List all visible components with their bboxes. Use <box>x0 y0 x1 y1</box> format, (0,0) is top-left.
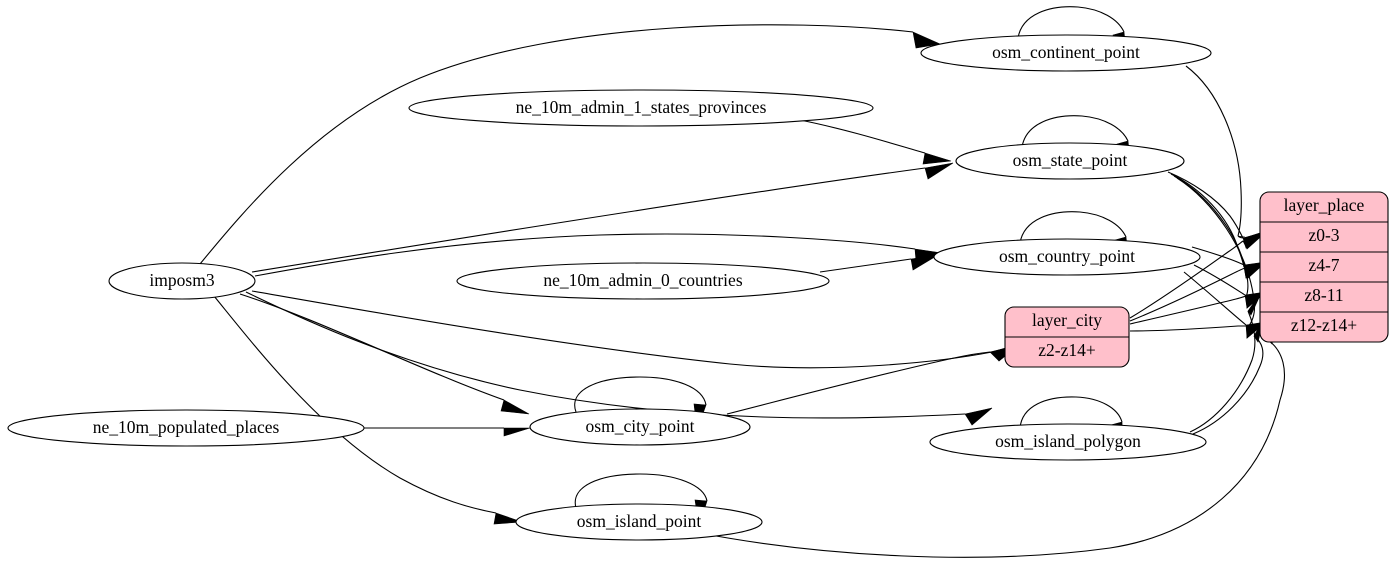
node-osm-island-point[interactable]: osm_island_point <box>515 503 763 541</box>
node-layer-place[interactable]: layer_place z0-3 z4-7 z8-11 z12-z14+ <box>1259 191 1389 343</box>
layer-place-row-z12-z14[interactable]: z12-z14+ <box>1291 315 1357 335</box>
node-label-osm-island-polygon: osm_island_polygon <box>995 431 1141 451</box>
edge-imposm3-to-osm-continent-point <box>199 24 942 265</box>
node-ne-10m-populated-places[interactable]: ne_10m_populated_places <box>7 409 365 447</box>
edge-ne-countries-to-osm-country-point <box>819 254 939 273</box>
node-osm-country-point[interactable]: osm_country_point <box>933 238 1201 276</box>
edge-osm-island-polygon-to-layer-place-z12-z14 <box>1192 317 1265 435</box>
edge-imposm3-to-osm-city-point <box>239 293 530 415</box>
edge-imposm3-to-osm-island-polygon <box>245 291 993 426</box>
node-label-ne-countries: ne_10m_admin_0_countries <box>543 270 742 290</box>
edge-imposm3-to-layer-city <box>251 290 1020 369</box>
edge-osm-continent-point-to-layer-place-z0-3 <box>1185 65 1267 248</box>
edge-imposm3-to-osm-island-point <box>213 295 523 525</box>
node-osm-state-point[interactable]: osm_state_point <box>955 142 1185 180</box>
node-label-ne-states: ne_10m_admin_1_states_provinces <box>516 97 767 117</box>
node-layer-city[interactable]: layer_city z2-z14+ <box>1004 306 1130 368</box>
edge-imposm3-to-osm-state-point <box>251 162 954 273</box>
node-label-osm-city-point: osm_city_point <box>586 416 695 436</box>
edge-ne-places-to-osm-city-point <box>364 427 531 437</box>
node-label-osm-island-point: osm_island_point <box>577 511 702 531</box>
node-layer: imposm3 ne_10m_admin_1_states_provinces … <box>7 34 1389 541</box>
node-ne-10m-admin-1-states-provinces[interactable]: ne_10m_admin_1_states_provinces <box>408 89 874 127</box>
layer-place-title: layer_place <box>1284 195 1365 215</box>
node-label-osm-continent-point: osm_continent_point <box>992 42 1140 62</box>
layer-city-title: layer_city <box>1032 310 1102 330</box>
layer-place-row-z8-11[interactable]: z8-11 <box>1304 285 1343 305</box>
node-osm-city-point[interactable]: osm_city_point <box>529 408 751 446</box>
edge-osm-island-polygon-to-layer-place-z8-11 <box>1189 288 1264 433</box>
node-label-imposm3: imposm3 <box>149 270 214 290</box>
layer-place-row-z0-3[interactable]: z0-3 <box>1308 225 1339 245</box>
layer-place-row-z4-7[interactable]: z4-7 <box>1308 255 1339 275</box>
node-label-osm-state-point: osm_state_point <box>1013 150 1128 170</box>
node-osm-island-polygon[interactable]: osm_island_polygon <box>929 423 1207 461</box>
edge-ne-states-to-osm-state-point <box>799 119 952 165</box>
node-label-osm-country-point: osm_country_point <box>999 246 1135 266</box>
node-osm-continent-point[interactable]: osm_continent_point <box>920 34 1212 72</box>
layer-city-row-z2-z14[interactable]: z2-z14+ <box>1038 340 1096 360</box>
node-label-ne-places: ne_10m_populated_places <box>93 417 280 437</box>
node-ne-10m-admin-0-countries[interactable]: ne_10m_admin_0_countries <box>456 262 830 300</box>
node-imposm3[interactable]: imposm3 <box>108 262 256 300</box>
